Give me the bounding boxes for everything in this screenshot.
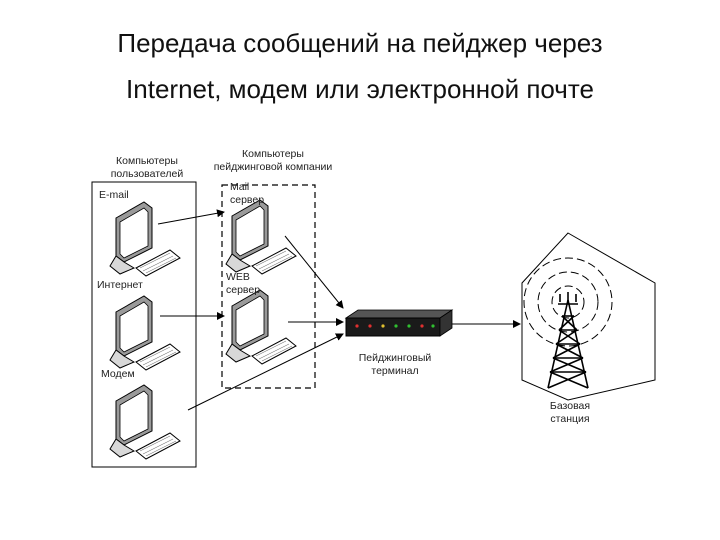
modem-to-terminal-arrow xyxy=(187,333,344,411)
email-to-mail-server-arrow xyxy=(157,209,225,225)
radio-waves-icon xyxy=(523,257,613,347)
user-computers-box xyxy=(91,181,197,468)
company-computers-title: Компьютеры пейджинговой компании xyxy=(213,148,333,173)
mail-server-label: Mail сервер xyxy=(230,181,265,206)
mail-server-to-terminal-arrow xyxy=(284,235,344,309)
web-server-label: WEB сервер xyxy=(226,271,261,296)
coverage-cell-hexagon xyxy=(521,232,656,401)
server-icon xyxy=(225,289,297,365)
internet-label: Интернет xyxy=(97,279,143,291)
slide-title-line-2: Internet, модем или электронной почте xyxy=(126,74,594,104)
computer-icon xyxy=(109,384,181,460)
slide-title-line-1: Передача сообщений на пейджер через xyxy=(117,28,603,58)
antenna-tower-icon xyxy=(547,292,589,389)
modem-label: Модем xyxy=(101,368,135,380)
user-computers-title: Компьютеры пользователей xyxy=(110,155,184,180)
paging-terminal-icon xyxy=(344,309,454,337)
computer-icon xyxy=(109,201,181,277)
computer-icon xyxy=(109,295,181,371)
base-station-label: Базовая станция xyxy=(549,400,591,425)
paging-terminal-label: Пейджинговый терминал xyxy=(358,352,432,377)
email-label: E-mail xyxy=(99,189,129,201)
company-servers-box xyxy=(221,184,316,389)
